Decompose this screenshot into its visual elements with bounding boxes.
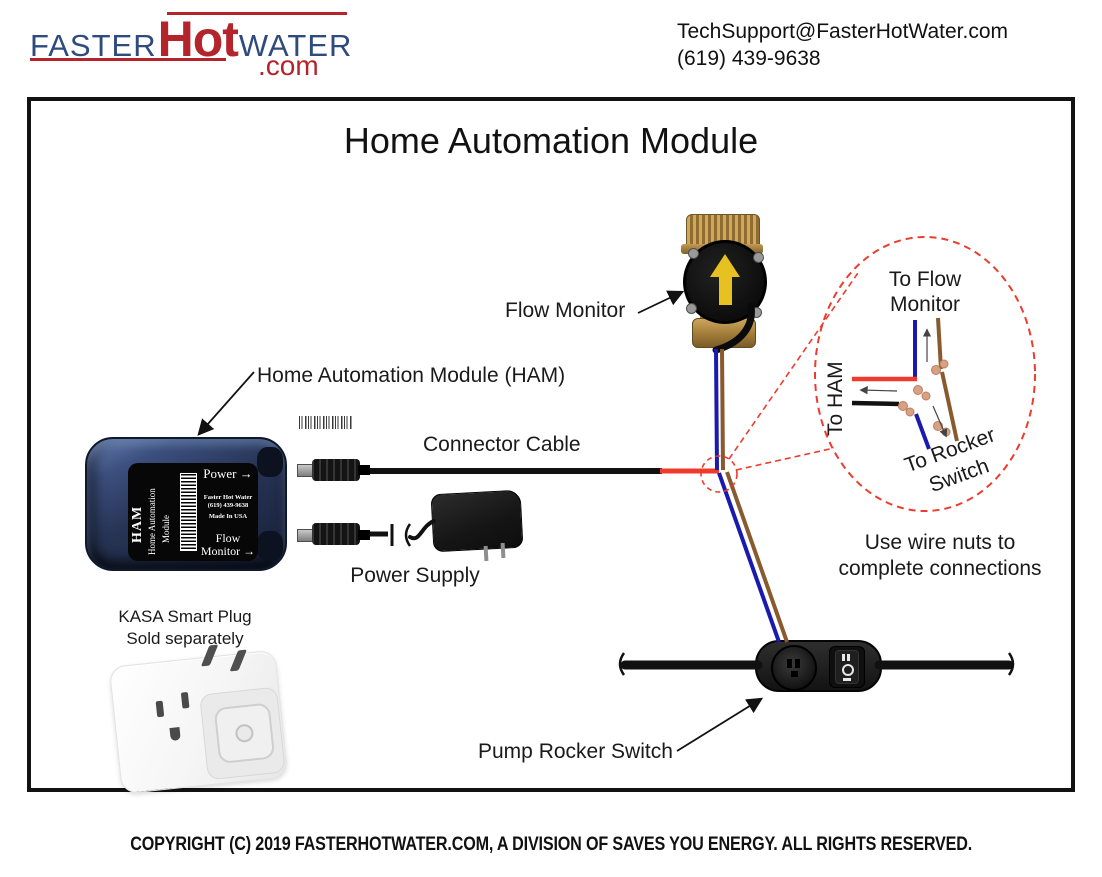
ham-label-panel: HAM Home Automation Module Power → Faste… [128,463,258,561]
adapter-prong [483,545,489,562]
label-pump-rocker-switch: Pump Rocker Switch [478,740,673,763]
label-ham: Home Automation Module (HAM) [257,364,566,387]
rocker-off-mark [842,664,854,676]
footer: COPYRIGHT (C) 2019 FASTERHOTWATER.COM, A… [0,834,1102,856]
callout-to-ham: To HAM [824,361,847,436]
logo-overline [167,12,347,15]
callout-to-flow-line2: Monitor [889,293,961,316]
pump-rocker-switch [755,640,882,692]
flow-monitor-screw [751,307,762,318]
note-wire-nuts-line2: complete connections [838,557,1042,580]
kasa-outlet-ground [169,727,181,741]
kasa-front-face [199,686,286,781]
socket-hole [787,659,792,668]
connector-cable-plug [312,459,360,481]
power-adapter [430,489,524,553]
ham-end-cap [257,531,283,561]
adapter-prong [500,542,506,559]
flow-direction-arrow-shaft [719,276,732,305]
ham-end-cap [257,447,283,477]
kasa-button [234,723,255,744]
kasa-smart-plug [108,644,289,795]
contact-email: TechSupport@FasterHotWater.com [677,20,1008,43]
connector-cable-plug-neck [358,465,370,475]
ham-barcode-vertical [180,473,197,551]
rocker-toggle [829,646,865,688]
ham-name-line2: Module [161,515,171,543]
logo-hot: Hot [157,11,239,67]
callout-to-flow-line1: To Flow [888,268,962,291]
logo-dotcom: .com [258,50,319,81]
contact-phone: (619) 439-9638 [677,47,821,70]
flow-direction-arrow-icon [710,254,740,277]
label-kasa-line1: KASA Smart Plug [118,607,252,626]
diagram-title: Home Automation Module [343,120,759,161]
socket-hole [795,659,800,668]
ham-info-text: Faster Hot Water (619) 439-9638 Made In … [203,493,253,520]
arrow-right-icon: → [243,544,256,558]
arrow-right-icon: → [239,466,253,481]
power-plug [312,523,360,545]
contact-info: TechSupport@FasterHotWater.com (619) 439… [677,18,1008,72]
label-flow-monitor: Flow Monitor [505,299,626,322]
ham-panel-right: Power → Faster Hot Water (619) 439-9638 … [200,466,256,558]
logo-faster: FASTER [30,28,157,63]
switch-socket [771,645,817,691]
socket-hole [791,671,798,677]
power-plug-neck [358,530,370,540]
footer-copyright: COPYRIGHT (C) 2019 FASTERHOTWATER.COM, A… [130,834,972,855]
ham-flow-port-label: Flow Monitor → [200,531,256,558]
flow-monitor-screw [686,303,697,314]
ham-power-port-label: Power → [203,466,253,481]
label-kasa-line2: Sold separately [126,629,244,648]
label-connector-cable: Connector Cable [423,433,581,456]
rocker-on-mark [847,654,850,661]
kasa-outlet-slot [155,700,165,718]
flow-monitor-screw [688,248,699,259]
label-power-supply: Power Supply [350,564,480,587]
logo-water: WATER [238,28,353,63]
note-wire-nuts-line1: Use wire nuts to [864,531,1016,554]
rocker-on-mark [842,654,845,661]
logo-underline [30,58,226,61]
flow-monitor-screw [753,252,764,263]
kasa-outlet-slot [180,691,190,709]
rocker-dash-mark [843,678,851,681]
ham-acronym: HAM [130,505,145,543]
rocker-toggle-inner [835,650,859,684]
ham-name-line1: Home Automation [147,488,157,555]
kasa-button-bezel [213,702,276,765]
barcode-horizontal [299,416,352,429]
